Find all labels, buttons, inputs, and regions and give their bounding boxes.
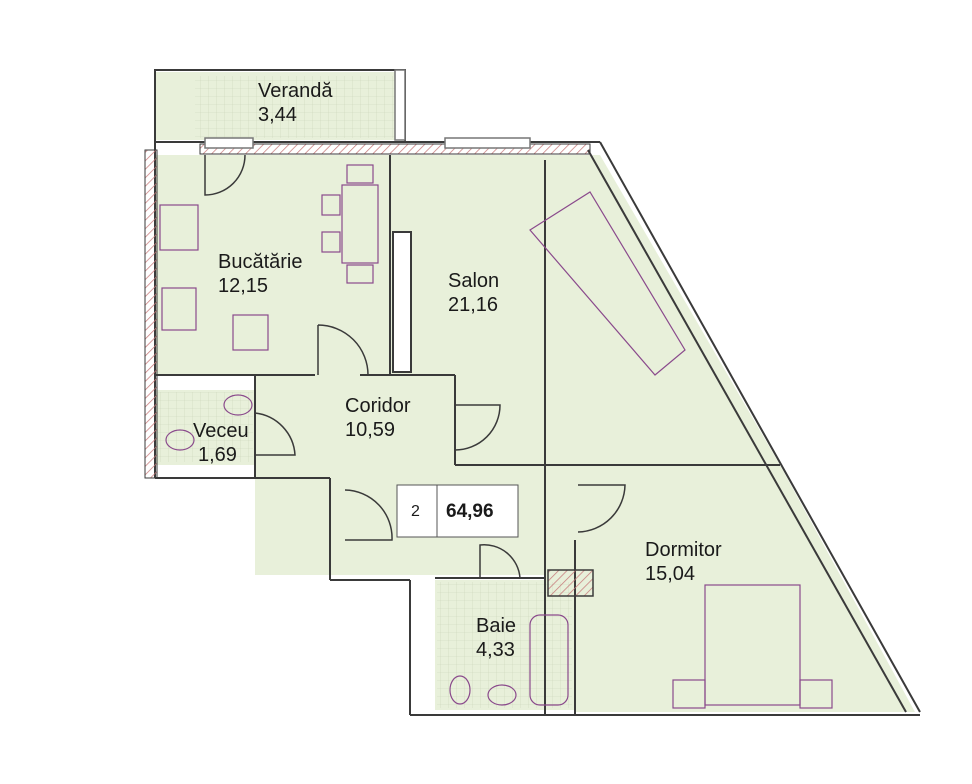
door-bedroom <box>577 484 626 533</box>
door-corridor <box>344 489 393 541</box>
badge-rooms: 2 <box>411 503 420 520</box>
corridor-name: Coridor <box>345 395 411 417</box>
diagonal-wall <box>599 141 921 713</box>
west-wall-hatch <box>144 149 158 479</box>
bath-grid <box>437 582 572 708</box>
door-salon <box>454 404 501 451</box>
fridge <box>232 314 269 351</box>
bed <box>704 584 801 706</box>
window-kitchen <box>204 137 254 149</box>
toilet-wc <box>165 429 195 451</box>
basin-wc <box>223 394 253 416</box>
door-kitchen-veranda <box>204 154 246 196</box>
salon-floor-diag <box>545 155 780 465</box>
apartment-badge: 2 64,96 <box>396 484 519 538</box>
toilet-bath <box>449 675 471 705</box>
kitchen-name: Bucătărie <box>218 251 303 273</box>
bedroom-floor <box>545 465 915 712</box>
veranda-name: Verandă <box>258 80 333 102</box>
chair-3 <box>346 164 374 184</box>
north-wall-hatch <box>199 143 591 155</box>
door-kitchen <box>317 324 369 376</box>
door-bath <box>479 544 521 579</box>
wc-area: 1,69 <box>198 444 237 466</box>
badge-total: 64,96 <box>446 501 494 522</box>
doors <box>204 154 626 579</box>
bedroom-area: 15,04 <box>645 563 695 585</box>
badge-frame <box>396 484 519 538</box>
bath-area: 4,33 <box>476 639 515 661</box>
bedroom-name: Dormitor <box>645 539 722 561</box>
chair-2 <box>321 231 341 253</box>
nightstand-left <box>672 679 706 709</box>
stove <box>159 204 199 251</box>
chair-1 <box>321 194 341 216</box>
salon-area: 21,16 <box>448 294 498 316</box>
furniture <box>159 164 833 709</box>
column <box>392 231 412 373</box>
dining-table <box>341 184 379 264</box>
veranda-grid <box>195 76 395 138</box>
window-salon <box>444 137 531 149</box>
shaft <box>547 569 594 597</box>
kitchen-area: 12,15 <box>218 275 268 297</box>
wc-grid <box>158 392 253 462</box>
windows <box>204 69 531 149</box>
salon-name: Salon <box>448 270 499 292</box>
corridor-area: 10,59 <box>345 419 395 441</box>
basin-bath <box>487 684 517 706</box>
floor-areas <box>155 72 915 712</box>
window-veranda <box>394 69 406 141</box>
nightstand-right <box>799 679 833 709</box>
bathtub <box>529 614 569 706</box>
sofa <box>529 191 686 376</box>
diagonal-wall-inner <box>587 149 907 713</box>
walls <box>144 69 921 716</box>
door-wc <box>254 412 296 456</box>
wc-name: Veceu <box>193 420 249 442</box>
bath-name: Baie <box>476 615 516 637</box>
chair-4 <box>346 264 374 284</box>
veranda-area: 3,44 <box>258 104 297 126</box>
room-labels: Verandă 3,44 Bucătărie 12,15 Salon 21,16… <box>193 80 722 661</box>
sink <box>161 287 197 331</box>
